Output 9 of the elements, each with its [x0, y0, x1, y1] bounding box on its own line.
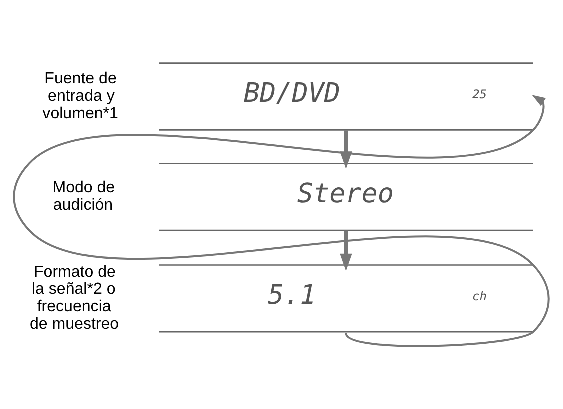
arrow: [340, 130, 352, 169]
arrow: [340, 230, 352, 271]
node-label: Modo de audición: [52, 178, 116, 214]
node-text: BD/DVD 25: [244, 78, 488, 109]
node-text: 5.1 ch: [268, 280, 488, 311]
arrow: [14, 94, 550, 347]
node-label: Fuente de entrada y volumen*1: [42, 69, 118, 122]
node-label: Formato de la señal*2 o frecuencia de muestreo: [30, 262, 120, 332]
node-text: Stereo: [297, 178, 394, 209]
